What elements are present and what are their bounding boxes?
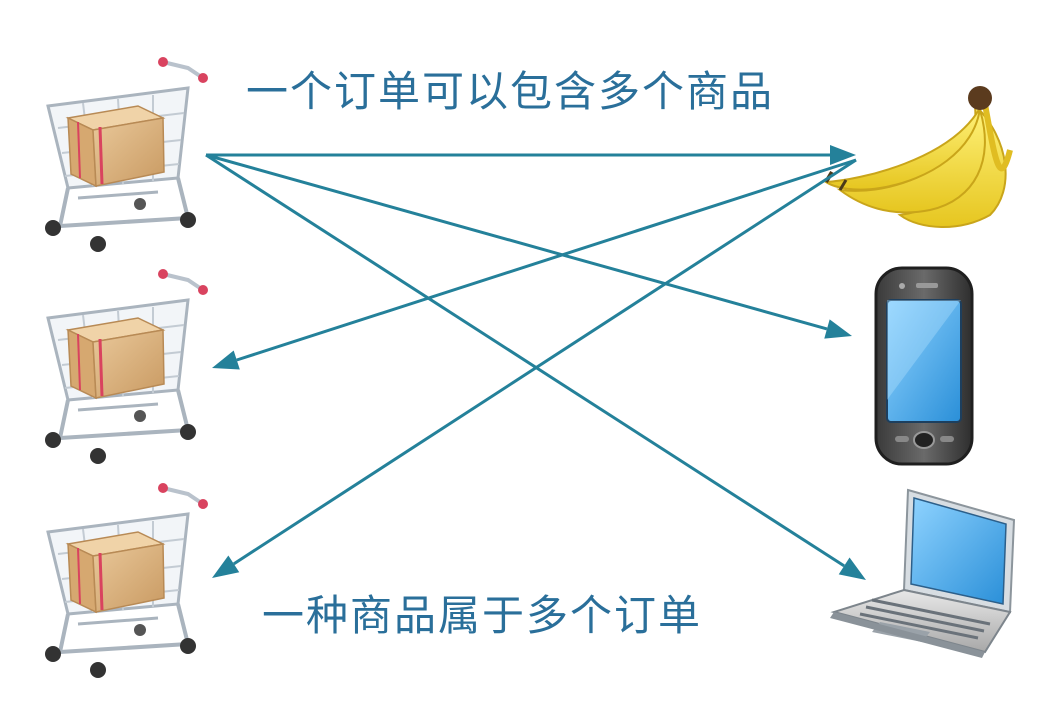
arrowhead-banana-to-cart-2 xyxy=(212,350,240,370)
arrow-cart-1-to-phone xyxy=(205,153,828,331)
caption-order-contains-products: 一个订单可以包含多个商品 xyxy=(246,67,775,116)
arrow-banana-to-cart-2 xyxy=(236,158,857,362)
laptop-icon xyxy=(830,488,1016,658)
arrowhead-cart-1-to-laptop xyxy=(838,557,866,580)
caption-product-belongs-orders: 一种商品属于多个订单 xyxy=(262,591,703,640)
order-cart-1-icon xyxy=(43,55,210,254)
arrow-banana-to-cart-3 xyxy=(232,158,857,566)
order-cart-2-icon xyxy=(43,267,210,466)
arrowhead-banana-to-cart-3 xyxy=(212,555,240,578)
arrowhead-cart-1-to-banana xyxy=(830,145,856,165)
order-cart-3-icon xyxy=(43,481,210,680)
arrow-cart-1-to-laptop xyxy=(205,153,845,568)
banana-icon xyxy=(822,86,1013,228)
arrowhead-cart-1-to-phone xyxy=(824,319,852,339)
relationship-arrows xyxy=(205,145,866,580)
mobile-phone-icon xyxy=(874,266,974,466)
